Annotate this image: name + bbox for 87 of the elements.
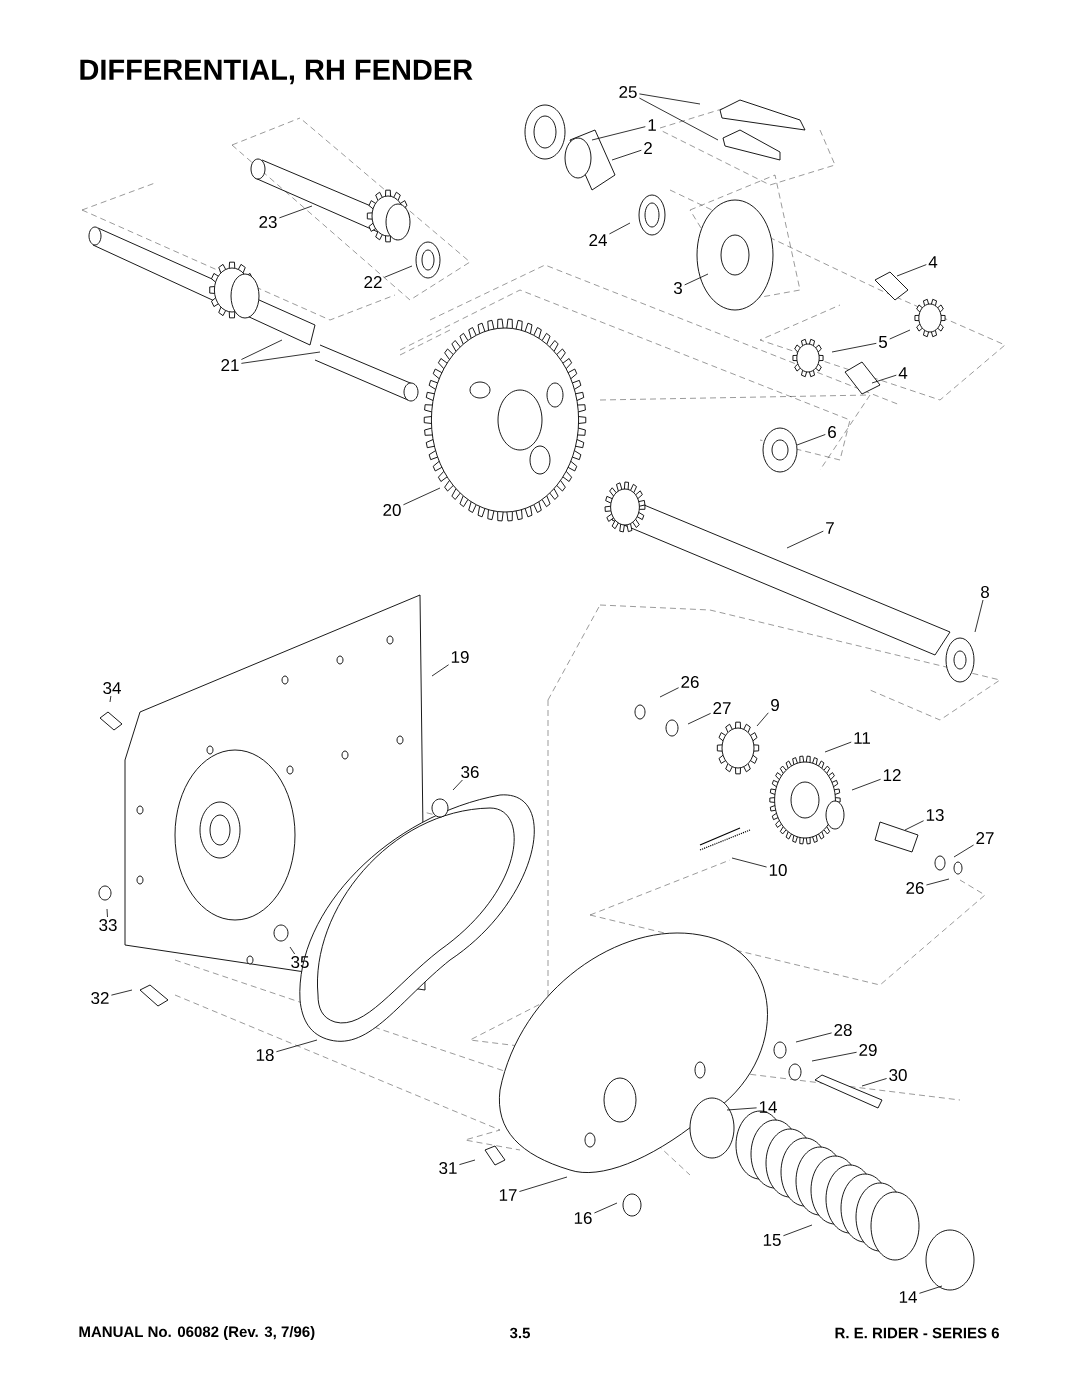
leader-line [889, 329, 911, 340]
callout-number: 14 [759, 1101, 777, 1113]
leader-line [783, 1224, 813, 1237]
leader-line [731, 857, 767, 868]
callout-number: 26 [906, 882, 924, 895]
callout-number: 36 [461, 766, 479, 779]
leader-line [431, 664, 449, 677]
footer-text: MANUAL No. 06082 (Rev. 3, 7/96) [79, 1326, 315, 1340]
callout-number: 33 [99, 919, 117, 932]
callout-number: 21 [221, 359, 239, 371]
leader-line [974, 599, 984, 633]
leader-line [684, 273, 709, 286]
callout-number: 27 [713, 702, 731, 714]
callout-number: 23 [259, 216, 277, 229]
callout-number: 34 [103, 682, 121, 695]
callout-number: 24 [589, 234, 607, 246]
callout-number: 30 [889, 1069, 907, 1082]
callout-number: 4 [928, 256, 938, 268]
leader-line [459, 1159, 476, 1166]
callout-number: 18 [256, 1049, 274, 1062]
leader-line [639, 93, 701, 105]
leader-line [106, 908, 108, 918]
leader-line [756, 712, 769, 727]
callout-number: 12 [883, 769, 901, 781]
callout-number: 6 [828, 426, 836, 439]
leader-line [276, 1039, 318, 1053]
callout-number: 19 [451, 651, 469, 664]
callout-number: 1 [648, 119, 656, 131]
callout-number: 15 [763, 1234, 781, 1246]
leader-line [919, 1285, 943, 1294]
callout-number: 5 [878, 336, 887, 348]
callout-number: 32 [91, 992, 109, 1005]
callout-number: 29 [859, 1044, 877, 1057]
callout-number: 28 [834, 1024, 852, 1037]
leader-line [926, 878, 950, 886]
leader-line [111, 989, 133, 996]
callout-number: 10 [769, 864, 787, 877]
leader-line [384, 265, 413, 278]
footer-text: 3.5 [509, 1327, 530, 1339]
leader-line [289, 946, 296, 955]
leader-line [241, 339, 283, 360]
callout-number: 7 [826, 522, 834, 534]
leader-line [831, 342, 877, 353]
leader-line [811, 1051, 857, 1062]
leader-line [824, 741, 852, 753]
callout-number: 3 [673, 282, 682, 295]
callout-number: 4 [898, 367, 908, 379]
leader-line [611, 149, 642, 161]
leader-line [687, 712, 711, 725]
leader-line [871, 374, 897, 384]
leader-line [795, 1032, 832, 1043]
leader-line [519, 1176, 568, 1192]
leader-line [796, 434, 826, 446]
leader-line [279, 205, 313, 219]
leader-line [109, 695, 112, 703]
leader-line [452, 779, 463, 791]
leader-line [594, 1202, 618, 1214]
callout-number: 13 [926, 809, 944, 822]
callout-number: 2 [644, 142, 652, 154]
callout-number: 27 [976, 832, 994, 844]
leader-line [904, 820, 924, 831]
callout-number: 31 [439, 1162, 457, 1175]
callout-number: 17 [499, 1189, 517, 1201]
leader-line [851, 778, 881, 791]
callout-number: 35 [291, 956, 309, 969]
leader-line [726, 1107, 757, 1111]
leader-line [609, 222, 631, 235]
leader-line [953, 844, 974, 858]
leader-line [861, 1078, 887, 1087]
callout-number: 11 [854, 732, 870, 744]
footer-text: R. E. RIDER - SERIES 6 [835, 1327, 999, 1339]
callout-number: 16 [574, 1212, 592, 1225]
leader-line [639, 97, 719, 141]
callout-number: 22 [364, 276, 382, 288]
leader-line [786, 530, 824, 549]
callout-number: 14 [899, 1291, 917, 1303]
callout-number: 9 [771, 699, 779, 712]
callout-number: 20 [383, 504, 401, 517]
leader-line [896, 264, 927, 277]
leader-line [403, 487, 441, 506]
leader-line [241, 351, 321, 364]
title: DIFFERENTIAL, RH FENDER [80, 59, 473, 85]
leader-line [591, 126, 646, 141]
leader-line [659, 687, 679, 698]
callout-number: 26 [681, 676, 699, 689]
callout-number: 25 [619, 86, 637, 99]
callout-number: 8 [981, 586, 989, 599]
